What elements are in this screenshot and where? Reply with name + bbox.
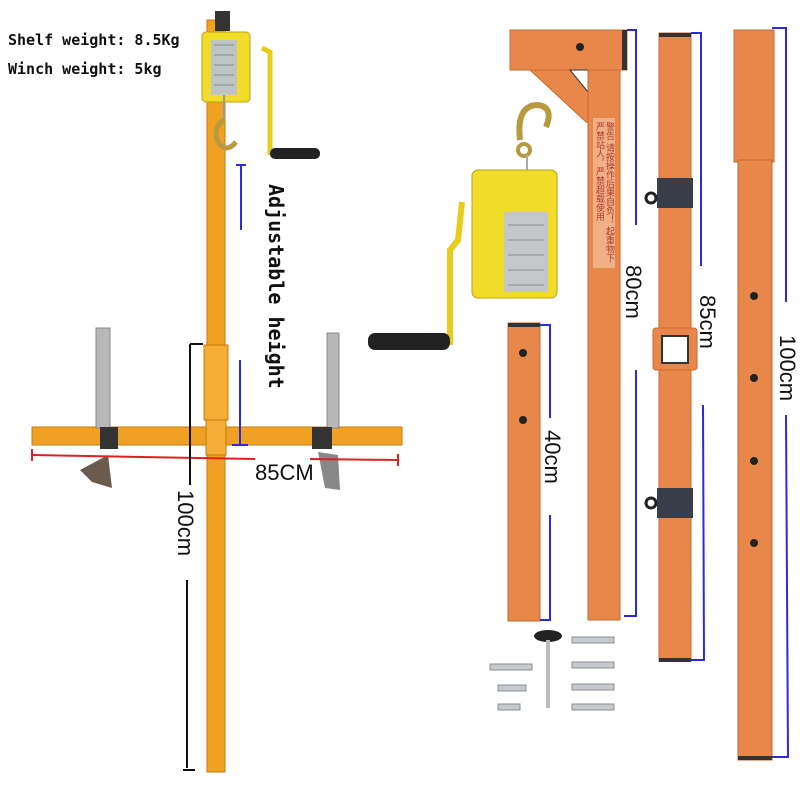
loose-hook <box>516 101 552 141</box>
adjustable-height-label: Adjustable height <box>264 184 288 389</box>
pole-100cm <box>733 27 790 761</box>
pole-joint <box>203 344 229 421</box>
crank-handle <box>270 148 320 159</box>
warning-label: 警告 请按操作后果自负！ 起重物下严禁站人，严禁超载使用 <box>594 122 614 270</box>
right-bracket-plate <box>326 332 340 429</box>
shelf-weight-label: Shelf weight: 8.5Kg <box>8 31 180 49</box>
left-clamp <box>100 427 118 449</box>
cross-joint <box>205 419 227 456</box>
boom-80cm-label: 80cm <box>621 265 646 319</box>
winch-weight-label: Winch weight: 5kg <box>8 60 162 78</box>
left-bracket-plate <box>95 327 111 429</box>
top-cap <box>215 11 230 31</box>
right-clamp <box>312 427 332 449</box>
loose-winch-crank <box>447 201 465 345</box>
right-foot <box>318 452 340 490</box>
hardware-kit <box>489 630 615 711</box>
warning-line-2: 起重物下严禁站人，严禁超载使用 <box>594 122 614 263</box>
leveling-foot <box>534 630 562 642</box>
loose-winch <box>368 101 558 350</box>
pole-85cm-label: 85cm <box>695 295 720 349</box>
assembled-crane <box>31 11 403 773</box>
main-pole-height-label: 100cm <box>173 490 198 557</box>
pole-100cm-label: 100cm <box>775 335 800 402</box>
winch-drum <box>211 40 237 95</box>
tube-40cm <box>507 322 551 622</box>
hook <box>213 117 238 151</box>
warning-line-1: 警告 请按操作后果自负！ <box>604 122 614 224</box>
loose-winch-drum <box>504 212 548 292</box>
crossbar-width-label: 85CM <box>255 460 314 485</box>
loose-crank-handle <box>368 333 450 350</box>
winch-crank <box>260 45 273 155</box>
pole-85cm <box>644 32 706 662</box>
boom-arm-80cm <box>509 29 637 621</box>
tube-40cm-label: 40cm <box>540 430 565 484</box>
left-foot <box>80 455 112 488</box>
